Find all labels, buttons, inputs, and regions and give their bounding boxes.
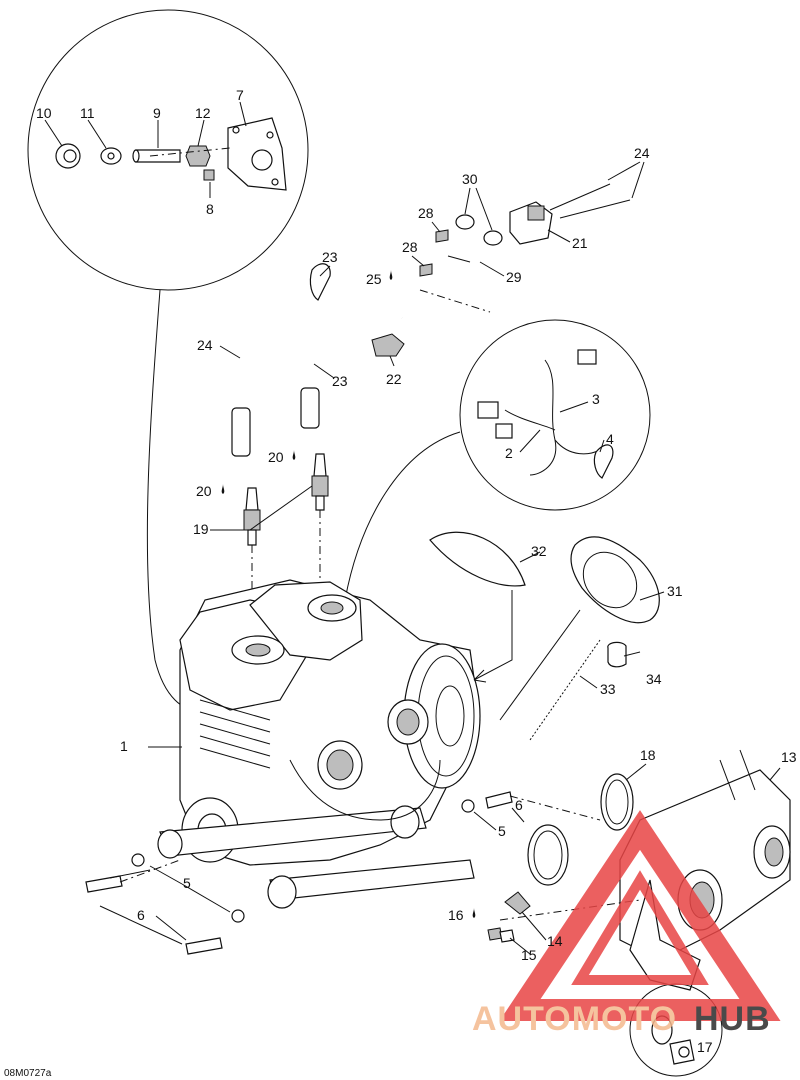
mount-fasteners — [85, 791, 601, 955]
callout-20-a: 20 — [268, 449, 284, 465]
detail-leader-line — [146, 289, 196, 711]
callout-28-b: 28 — [402, 239, 418, 255]
hose-clamps — [527, 773, 634, 886]
watermark-text-part2: HUB — [694, 1000, 771, 1038]
spark-plugs — [243, 453, 329, 590]
detail-circle-17 — [629, 983, 723, 1077]
drop-icon — [292, 450, 296, 460]
watermark: AUTOMOTO HUB — [472, 810, 781, 1038]
drop-icon — [389, 270, 393, 280]
callout-29: 29 — [506, 269, 522, 285]
callout-labels: 10 11 9 12 7 8 24 30 28 28 21 29 23 25 2… — [36, 87, 797, 1055]
callout-4: 4 — [606, 431, 614, 447]
lubricant-drop-icons — [221, 270, 476, 918]
callout-9: 9 — [153, 105, 161, 121]
detail-circle-mount — [27, 9, 309, 291]
callout-32: 32 — [531, 543, 547, 559]
ignition-wires — [231, 263, 405, 457]
callout-1: 1 — [120, 738, 128, 754]
callout-27: 24 — [634, 145, 650, 161]
callout-15: 15 — [521, 947, 537, 963]
callout-34: 34 — [646, 671, 662, 687]
callout-leaders — [148, 161, 781, 955]
switch-assembly — [419, 183, 631, 313]
callout-6-a: 6 — [515, 797, 523, 813]
detail-circle-harness — [459, 319, 651, 511]
callout-17: 17 — [697, 1039, 713, 1055]
oil-tank-cap — [429, 531, 660, 741]
callout-14: 14 — [547, 933, 563, 949]
callout-30: 30 — [462, 171, 478, 187]
callout-5-a: 5 — [498, 823, 506, 839]
callout-33: 33 — [600, 681, 616, 697]
callout-7: 7 — [236, 87, 244, 103]
callout-11: 11 — [80, 105, 95, 121]
callout-5-b: 5 — [183, 875, 191, 891]
callout-31: 31 — [667, 583, 683, 599]
callout-28-a: 28 — [418, 205, 434, 221]
callout-20-b: 20 — [196, 483, 212, 499]
callout-8: 8 — [206, 201, 214, 217]
callout-18: 18 — [640, 747, 656, 763]
callout-3: 3 — [592, 391, 600, 407]
callout-26: 23 — [322, 249, 338, 265]
callout-24: 24 — [197, 337, 213, 353]
callout-2: 2 — [505, 445, 513, 461]
harness-leader-line — [344, 431, 461, 601]
callout-12: 12 — [195, 105, 211, 121]
watermark-text-part1: AUTOMOTO — [472, 1000, 677, 1038]
callout-13: 13 — [781, 749, 797, 765]
callout-21: 21 — [572, 235, 588, 251]
drop-icon — [472, 908, 476, 918]
callout-22: 22 — [386, 371, 402, 387]
drop-icon — [221, 484, 225, 494]
callout-6-b: 6 — [137, 907, 145, 923]
callout-16: 16 — [448, 907, 464, 923]
diagram-reference-code: 08M0727a — [4, 1068, 52, 1079]
carburetor-assembly — [619, 749, 791, 991]
callout-10: 10 — [36, 105, 52, 121]
callout-19: 19 — [193, 521, 209, 537]
callout-25: 25 — [366, 271, 382, 287]
engine-block — [157, 579, 481, 909]
callout-23: 23 — [332, 373, 348, 389]
